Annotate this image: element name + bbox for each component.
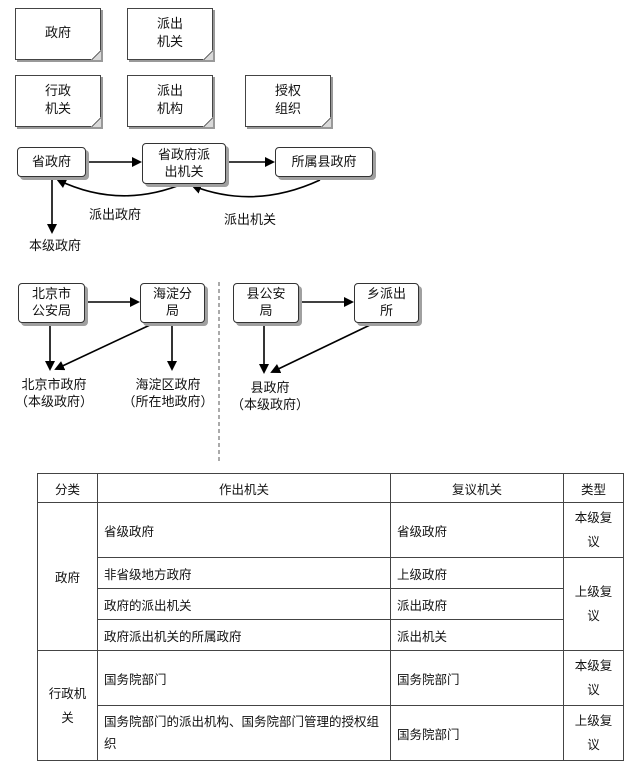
node-subordinate-county-government: 所属县政府 xyxy=(275,147,373,177)
label-dispatching-government: 派出政府 xyxy=(88,208,141,223)
table-row: 非省级地方政府 上级政府 上级复 议 xyxy=(38,557,624,651)
table-row: 政府派出机关的所属政府 派出机关 xyxy=(38,619,624,651)
arrow-dispatch-back-to-province xyxy=(56,178,186,197)
review-authority-table: 分类 作出机关 复议机关 类型 政府 省级政府 省级政府 本级复 议 非省级地方… xyxy=(37,473,624,761)
cell-reviewer: 国务院部门 xyxy=(390,650,564,706)
table-row: 国务院部门的派出机构、国务院部门管理的授权组织 国务院部门 上级复 议 xyxy=(38,705,624,761)
table-row: 行政机 关 国务院部门 国务院部门 本级复 议 xyxy=(37,650,624,761)
label-beijing-government: 北京市政府 （本级政府） xyxy=(14,378,93,410)
node-beijing-public-security-bureau: 北京市 公安局 xyxy=(18,283,85,323)
cell-type: 上级复 议 xyxy=(563,557,624,651)
table-header-row: 分类 作出机关 复议机关 类型 xyxy=(37,473,624,503)
table-row: 政府的派出机关 派出政府 xyxy=(38,588,624,620)
cell-type: 上级复 议 xyxy=(563,705,624,761)
label-haidian-government: 海淀区政府 （所在地政府） xyxy=(122,378,214,410)
group-administrative-organ: 行政机 关 xyxy=(37,650,98,761)
node-haidian-branch: 海淀分 局 xyxy=(140,283,205,323)
label-same-level-government: 本级政府 xyxy=(28,239,81,254)
arrow-branch-to-city-gov xyxy=(54,324,151,371)
arrow-township-to-county-gov xyxy=(270,324,371,374)
cell-maker: 政府派出机关的所属政府 xyxy=(97,619,391,651)
cell-reviewer: 派出机关 xyxy=(390,619,564,651)
legend-authorized-organization: 授权 组织 xyxy=(245,75,331,127)
label-dispatching-office: 派出机关 xyxy=(223,213,276,228)
node-provincial-dispatch-office: 省政府派 出机关 xyxy=(142,143,226,184)
legend-government: 政府 xyxy=(15,8,101,60)
cell-maker: 省级政府 xyxy=(97,502,391,558)
cell-type: 本级复 议 xyxy=(563,502,624,558)
arrow-county-back-to-dispatch xyxy=(191,179,321,198)
header-category: 分类 xyxy=(37,473,98,503)
cell-maker: 非省级地方政府 xyxy=(97,557,391,589)
node-provincial-government: 省政府 xyxy=(17,147,86,177)
group-government: 政府 xyxy=(37,502,98,651)
cell-reviewer: 上级政府 xyxy=(390,557,564,589)
node-county-public-security-bureau: 县公安 局 xyxy=(233,283,299,323)
cell-type: 本级复 议 xyxy=(563,650,624,706)
cell-maker: 国务院部门的派出机构、国务院部门管理的授权组织 xyxy=(97,705,391,761)
legend-administrative-organ: 行政 机关 xyxy=(15,75,101,127)
header-review-authority: 复议机关 xyxy=(390,473,564,503)
legend-dispatch-office: 派出 机关 xyxy=(127,8,213,60)
header-decision-maker: 作出机关 xyxy=(97,473,391,503)
cell-reviewer: 派出政府 xyxy=(390,588,564,620)
cell-reviewer: 省级政府 xyxy=(390,502,564,558)
cell-reviewer: 国务院部门 xyxy=(390,705,564,761)
legend-dispatch-agency: 派出 机构 xyxy=(127,75,213,127)
node-township-police-station: 乡派出 所 xyxy=(354,283,419,323)
cell-maker: 国务院部门 xyxy=(97,650,391,706)
header-type: 类型 xyxy=(563,473,624,503)
table-row: 政府 省级政府 省级政府 本级复 议 xyxy=(37,502,624,651)
cell-maker: 政府的派出机关 xyxy=(97,588,391,620)
label-county-government: 县政府 （本级政府） xyxy=(230,381,309,413)
